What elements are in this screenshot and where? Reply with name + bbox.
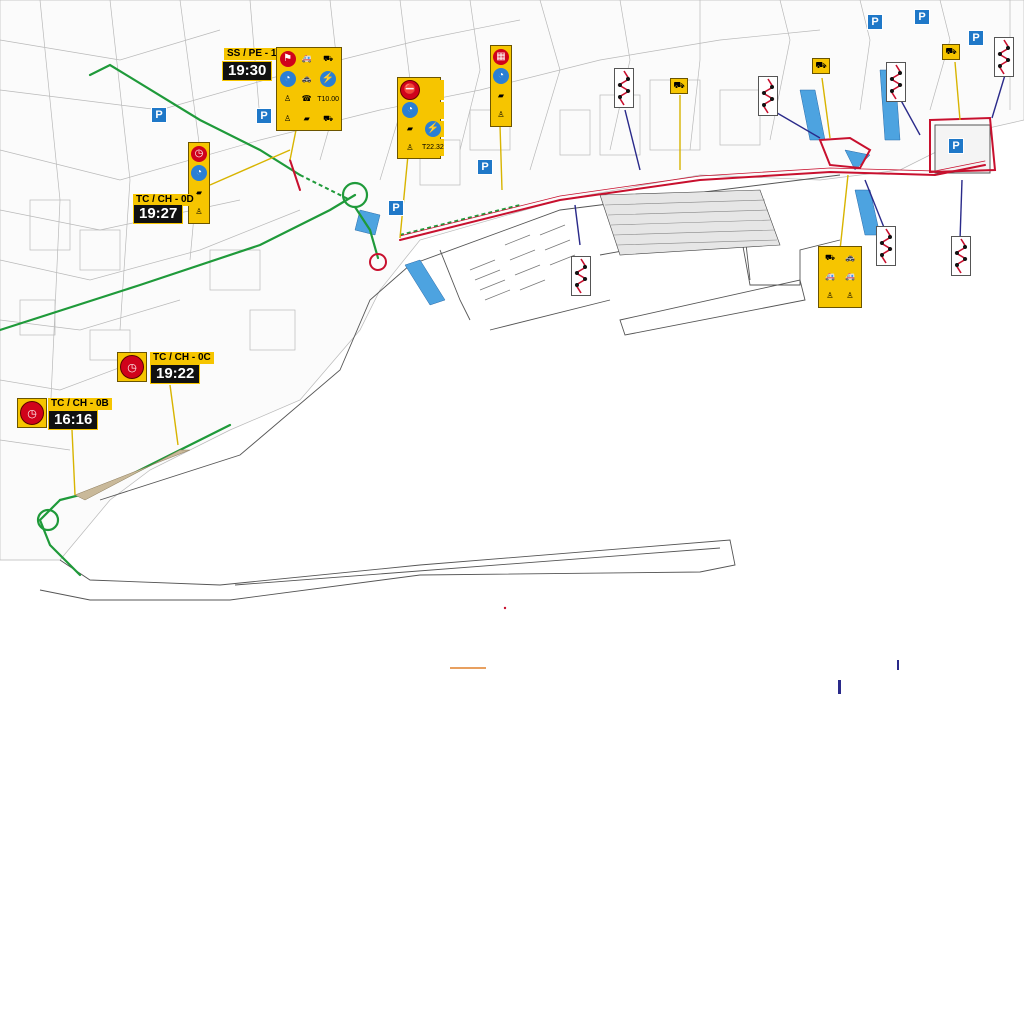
radio-icon: ▰ <box>493 87 509 105</box>
chicane-icon <box>876 226 896 266</box>
service-panel: ⛟ 🚓 🚑 🚑 ♙ ♙ <box>818 246 862 308</box>
stage-route <box>289 116 997 271</box>
chicane-icon <box>571 256 591 296</box>
harbour-outline <box>39 174 841 601</box>
chicane-icon <box>951 236 971 276</box>
parking-marker: P <box>948 138 964 154</box>
start-zone <box>74 449 191 501</box>
tow-truck-icon: ⛟ <box>317 50 339 68</box>
tow-truck-icon: ⛟ <box>812 58 830 74</box>
ambulance-icon: 🚑 <box>841 268 859 286</box>
control-time: 19:27 <box>133 204 184 224</box>
parking-marker: P <box>477 159 493 175</box>
ambulance-icon: 🚑 <box>298 50 316 68</box>
marshal-icon: ♙ <box>400 139 420 156</box>
control-panel-0d: ◷ ◔ ▰ ♙ <box>188 142 210 224</box>
parking-marker: P <box>388 200 404 216</box>
tow-truck-icon: ⛟ <box>670 78 688 94</box>
time-control-icon: ◷ <box>120 355 144 379</box>
chicane-icon <box>758 76 778 116</box>
parking-marker: P <box>914 9 930 25</box>
radio-icon: ▰ <box>298 110 316 128</box>
radio-icon: ▰ <box>400 120 420 138</box>
chicane-icon <box>886 62 906 102</box>
chicane-icon <box>614 68 634 108</box>
control-code: SS / PE - 1 <box>224 48 280 60</box>
clock-icon: ◔ <box>493 68 509 85</box>
marshal-icon: ♙ <box>821 287 839 305</box>
control-code: TC / CH - 0D <box>133 194 197 206</box>
chicane-icon <box>994 37 1014 77</box>
water <box>354 69 901 306</box>
stray-marks <box>450 606 899 694</box>
ambulance-icon: 🚑 <box>821 268 839 286</box>
marshal-icon: ♙ <box>493 106 509 124</box>
tow-truck-icon: ⛟ <box>821 249 839 267</box>
leader-lines <box>71 61 1006 496</box>
control-code: TC / CH - 0B <box>48 398 112 410</box>
clock-icon: ◔ <box>191 165 207 182</box>
finish-flag-icon: ▦ <box>493 48 509 65</box>
marshal-icon: ♙ <box>279 90 297 108</box>
time-control-0c: ◷ <box>117 352 147 382</box>
control-time: 16:16 <box>48 410 99 430</box>
time-control-icon: ◷ <box>20 401 44 425</box>
police-car-icon: 🚓 <box>298 70 316 88</box>
control-time: 19:30 <box>222 61 273 81</box>
marshal-icon: ♙ <box>191 203 207 221</box>
marshal-icon: ♙ <box>279 110 297 128</box>
lightning-icon: ⚡ <box>424 120 441 137</box>
finish-panel: ▦ ◔ ▰ ♙ <box>490 45 512 127</box>
ambulance-icon: ⛟ <box>317 110 339 128</box>
harbour-piers <box>469 224 576 301</box>
police-car-icon: 🚓 <box>841 249 859 267</box>
radio-icon: ☎ <box>298 90 316 108</box>
tow-truck-icon: ⛟ <box>942 44 960 60</box>
parking-marker: P <box>867 14 883 30</box>
clock-icon: ◔ <box>279 71 296 87</box>
control-time: 19:22 <box>150 364 201 384</box>
lightning-icon: ⚡ <box>320 71 337 87</box>
parking-marker: P <box>256 108 272 124</box>
time-control-icon: ◷ <box>191 145 207 162</box>
time-control-0b: ◷ <box>17 398 47 428</box>
start-flag-icon: ⚑ <box>279 51 296 67</box>
clock-icon: ◔ <box>402 102 418 119</box>
stand-block <box>599 189 781 256</box>
stop-icon: ⛔ <box>400 80 420 100</box>
control-code: TC / CH - 0C <box>150 352 214 364</box>
marshal-icon: ♙ <box>841 287 859 305</box>
parking-marker: P <box>968 30 984 46</box>
parking-marker: P <box>151 107 167 123</box>
